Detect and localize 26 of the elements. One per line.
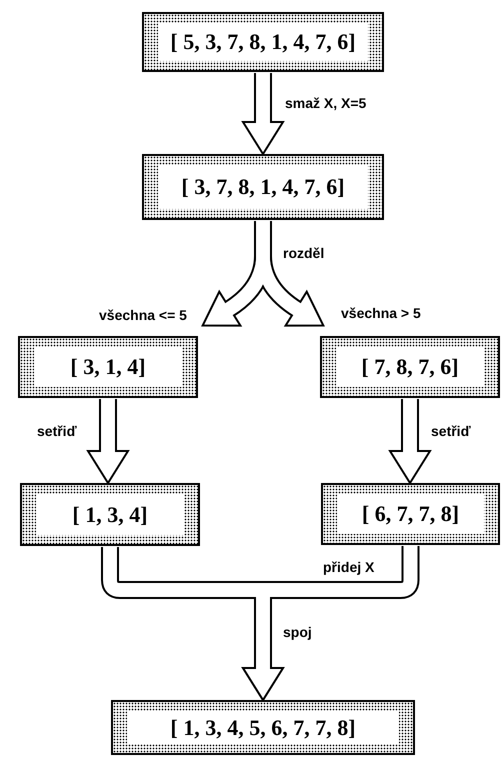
list-box bbox=[320, 336, 500, 398]
edge-label: všechna <= 5 bbox=[98, 308, 188, 322]
list-box bbox=[111, 700, 415, 755]
list-text: [ 6, 7, 7, 8] bbox=[362, 503, 460, 525]
block-arrow bbox=[389, 399, 431, 484]
block-arrow bbox=[242, 546, 420, 701]
step-label: spoj bbox=[282, 625, 313, 639]
list-box bbox=[321, 483, 500, 545]
edge-label: přidej X bbox=[322, 560, 376, 574]
list-box bbox=[142, 154, 384, 220]
list-text: [ 5, 3, 7, 8, 1, 4, 7, 6] bbox=[170, 31, 356, 53]
list-text: [ 1, 3, 4] bbox=[72, 504, 148, 526]
list-box bbox=[142, 12, 384, 72]
list-text: [ 3, 7, 8, 1, 4, 7, 6] bbox=[181, 176, 345, 198]
edge-label: setřiď bbox=[36, 424, 78, 438]
edge-label: všechna > 5 bbox=[340, 306, 422, 320]
block-arrow bbox=[87, 399, 129, 484]
edge-label: setřiď bbox=[430, 424, 472, 438]
list-text: [ 3, 1, 4] bbox=[70, 356, 146, 378]
step-label: rozděl bbox=[282, 246, 326, 260]
list-text: [ 1, 3, 4, 5, 6, 7, 7, 8] bbox=[170, 716, 356, 738]
list-text: [ 7, 8, 7, 6] bbox=[361, 356, 459, 378]
list-box bbox=[18, 336, 198, 398]
block-arrow bbox=[242, 73, 284, 155]
list-box bbox=[20, 483, 200, 546]
edge-label: smaž X, X=5 bbox=[284, 96, 368, 110]
